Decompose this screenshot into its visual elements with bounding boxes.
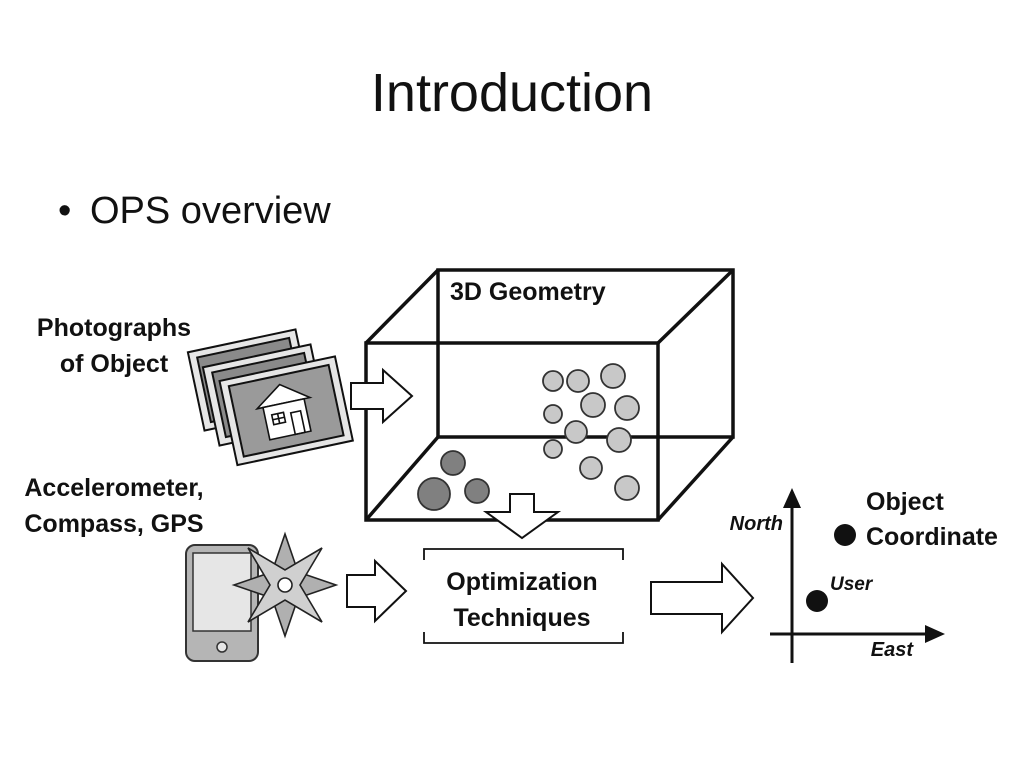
point-sphere-dark — [417, 477, 451, 511]
arrow-photos-to-geometry — [350, 367, 414, 425]
optimization-label-line1: Optimization — [446, 568, 597, 596]
axis-label-east: East — [871, 639, 915, 661]
photos-label-line2: of Object — [60, 350, 169, 378]
user-point-label: User — [830, 574, 874, 595]
box-edge — [656, 435, 735, 522]
box-edge — [364, 435, 440, 522]
phone-icon — [185, 544, 259, 662]
optimization-box — [423, 548, 624, 644]
point-sphere-dark — [464, 478, 490, 504]
point-cloud — [417, 363, 640, 511]
axis-label-north: North — [730, 513, 783, 535]
point-sphere — [564, 420, 588, 444]
bullet-item: • OPS overview — [58, 190, 331, 233]
compass-star-icon — [231, 531, 339, 639]
sensors-label-line1: Accelerometer, — [24, 474, 203, 502]
arrow-sensors-to-optimization — [346, 558, 408, 624]
arrow-optimization-to-axes — [650, 561, 755, 635]
point-sphere — [580, 392, 606, 418]
point-sphere — [566, 369, 590, 393]
point-sphere-dark — [440, 450, 466, 476]
point-sphere — [542, 370, 564, 392]
point-sphere — [614, 395, 640, 421]
point-sphere — [600, 363, 626, 389]
slide-title: Introduction — [370, 63, 654, 123]
geometry-label: 3D Geometry — [450, 278, 606, 306]
box-front-face — [364, 341, 660, 522]
object-point-label-line2: Coordinate — [866, 523, 998, 551]
bullet-dot: • — [58, 190, 72, 232]
east-arrowhead — [925, 625, 945, 643]
coordinate-axes — [770, 502, 930, 663]
user-point-marker — [806, 590, 828, 612]
point-sphere — [543, 404, 563, 424]
sensors-label-line2: Compass, GPS — [24, 510, 203, 538]
object-point-marker — [834, 524, 856, 546]
object-point-label-line1: Object — [866, 488, 944, 516]
optimization-label-line2: Techniques — [453, 604, 590, 632]
geometry-box — [364, 268, 735, 522]
box-edge — [364, 268, 440, 345]
box-edge — [656, 268, 735, 345]
house-icon — [254, 383, 313, 441]
arrow-geometry-to-optimization — [482, 493, 562, 540]
photo-stack-icon — [186, 328, 355, 467]
north-arrowhead — [783, 488, 801, 508]
point-sphere — [614, 475, 640, 501]
point-sphere — [606, 427, 632, 453]
point-sphere — [579, 456, 603, 480]
point-sphere — [543, 439, 563, 459]
photos-label-line1: Photographs — [37, 314, 191, 342]
bullet-text: OPS overview — [90, 190, 331, 232]
